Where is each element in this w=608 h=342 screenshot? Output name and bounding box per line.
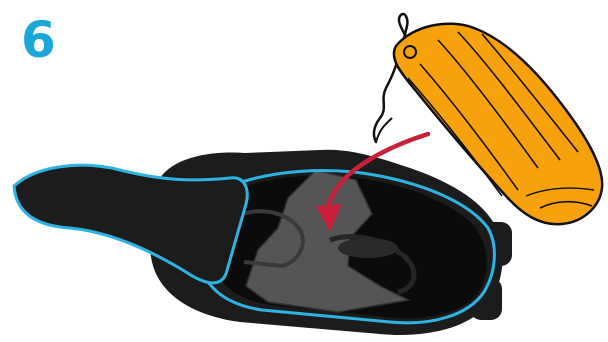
inner-oval [338,238,398,258]
bag-opening [404,46,416,58]
strap [14,165,247,283]
